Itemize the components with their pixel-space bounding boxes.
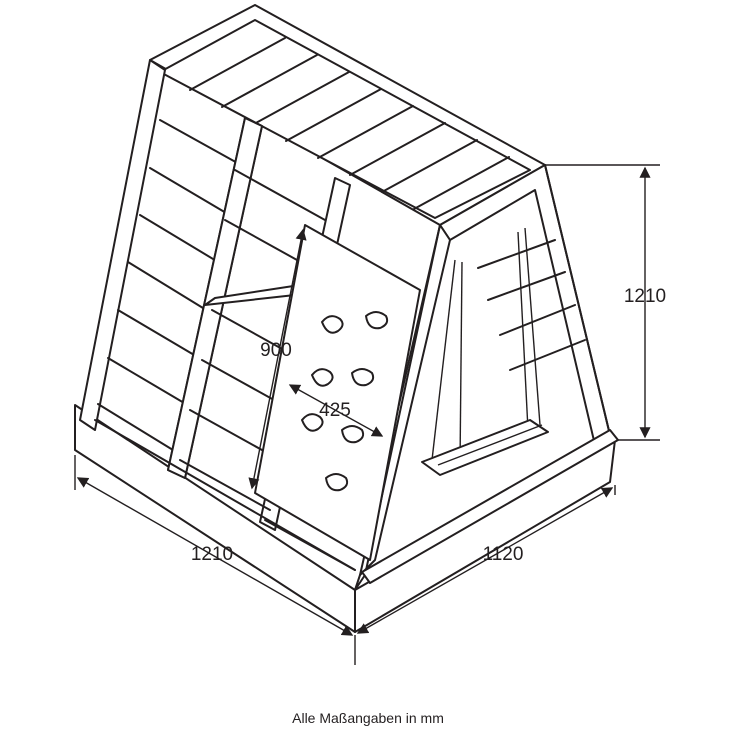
dimension-labels: 1210 1120 1210 900 425 bbox=[191, 286, 666, 565]
dimension-lines bbox=[74, 164, 660, 665]
monkey-bar-frame bbox=[149, 4, 546, 226]
monkey-bar-rungs bbox=[189, 37, 510, 210]
caption: Alle Maßangaben in mm bbox=[292, 710, 444, 726]
dim-label-wall-height: 900 bbox=[260, 340, 292, 361]
dim-label-height: 1210 bbox=[624, 286, 666, 307]
dim-label-depth: 1120 bbox=[483, 544, 524, 565]
dim-label-wall-width: 425 bbox=[319, 400, 351, 421]
swing-seat bbox=[421, 419, 549, 476]
left-ladder bbox=[79, 59, 263, 479]
dim-label-width: 1210 bbox=[191, 544, 233, 565]
